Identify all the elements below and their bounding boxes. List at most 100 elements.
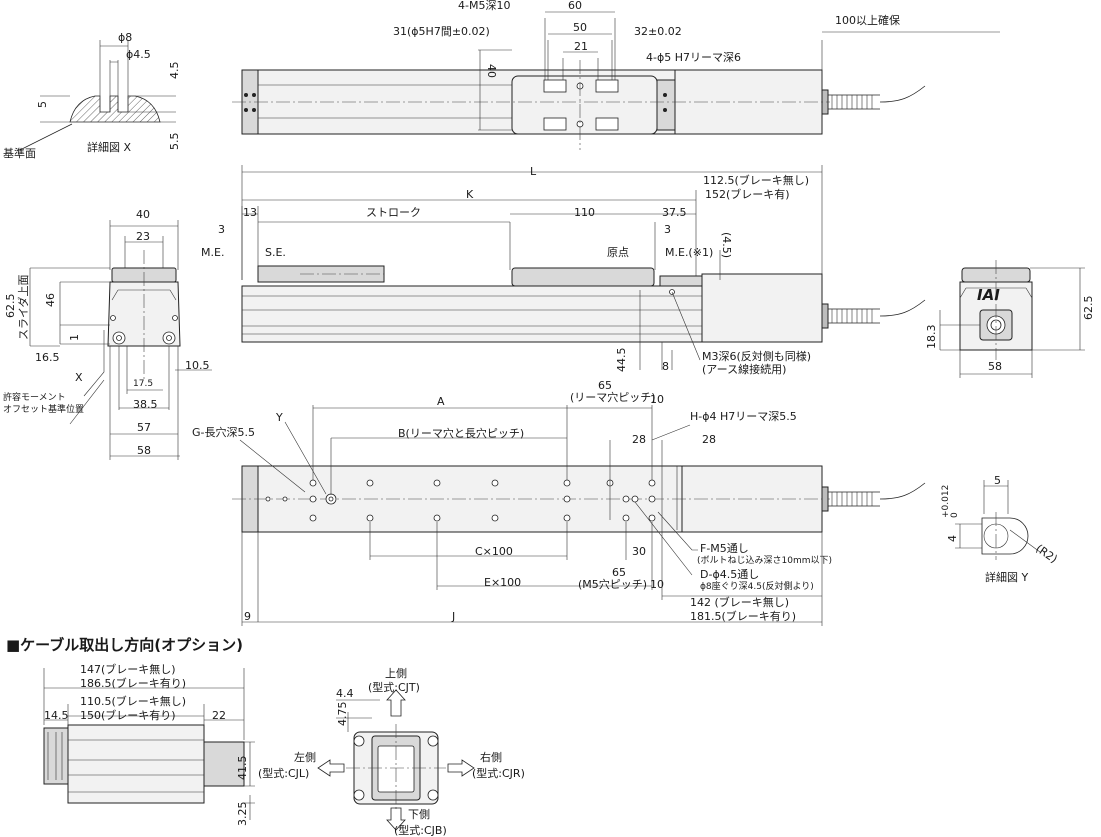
dim-28-left: 28	[632, 433, 646, 446]
slider-top-label: スライダ上面	[16, 274, 30, 340]
me-left-label: M.E.	[201, 246, 224, 259]
dim-5: 5	[36, 101, 49, 108]
dim-40-top: 40	[485, 64, 498, 78]
dim-62-5-right: 62.5	[1082, 296, 1095, 321]
d-hole-label: D-ϕ4.5通し	[700, 568, 759, 581]
dim-152: 152(ブレーキ有)	[705, 187, 790, 201]
detail-x-title: 詳細図 X	[87, 140, 131, 154]
dim-10-bottom: 10	[650, 578, 664, 591]
origin-label: 原点	[607, 246, 629, 259]
dir-right-model: (型式:CJR)	[472, 766, 525, 780]
cable-side-body	[67, 724, 205, 804]
d-hole-note: ϕ8座ぐり深4.5(反対側より)	[700, 580, 814, 592]
side-view	[241, 165, 926, 370]
dim-181-5: 181.5(ブレーキ有り)	[690, 609, 796, 623]
dim-186-5: 186.5(ブレーキ有り)	[80, 676, 186, 690]
dir-right-label: 右側	[480, 750, 502, 764]
dim-44-5: 44.5	[615, 348, 628, 373]
dim-l: L	[530, 165, 537, 178]
dim-65-reamer: 65	[598, 379, 612, 392]
dim-18-3: 18.3	[925, 325, 938, 350]
cable-section-heading: ■ケーブル取出し方向(オプション)	[6, 636, 243, 654]
dim-65-m5: 65	[612, 566, 626, 579]
dim-31: 31(ϕ5H7間±0.02)	[393, 25, 490, 38]
dir-left-model: (型式:CJL)	[258, 766, 309, 780]
m5-pitch-label: (M5穴ピッチ)	[578, 577, 647, 591]
dir-top-model: (型式:CJT)	[368, 680, 420, 694]
dim-60: 60	[568, 0, 582, 12]
earth-note: (アース線接続用)	[702, 362, 786, 376]
slider-top	[511, 75, 658, 135]
dim-58-right: 58	[988, 360, 1002, 373]
top-view	[232, 11, 1000, 150]
dim-10-top: 10	[650, 393, 664, 406]
dim-4-4: 4.4	[336, 687, 354, 700]
detail-x	[19, 40, 176, 151]
detail-y	[955, 480, 1041, 560]
dim-150: 150(ブレーキ有り)	[80, 708, 176, 722]
end-view-left	[29, 220, 212, 460]
dim-16-5: 16.5	[35, 351, 60, 364]
dim-5-5: 5.5	[168, 133, 181, 151]
me-right-label: M.E.(※1)	[665, 246, 713, 259]
dim-k: K	[466, 188, 474, 201]
dir-bottom-model: (型式:CJB)	[394, 823, 447, 837]
tol-plus: +0.012	[941, 485, 951, 518]
dim-3-25: 3.25	[236, 802, 249, 827]
bottom-view	[232, 405, 926, 626]
dim-phi8: ϕ8	[118, 31, 132, 44]
dim-110: 110	[574, 206, 595, 219]
g-hole-label: G-長穴深5.5	[192, 425, 255, 439]
dim-4-m5: 4-M5深10	[458, 0, 510, 12]
dim-142: 142 (ブレーキ無し)	[690, 595, 789, 609]
y-marker: Y	[275, 411, 283, 424]
dim-50: 50	[573, 21, 587, 34]
dim-4-y: 4	[946, 535, 959, 542]
dim-4-5: 4.5	[168, 62, 181, 80]
b-pitch-label: B(リーマ穴と長穴ピッチ)	[398, 426, 524, 440]
dim-58-left: 58	[137, 444, 151, 457]
dim-c100: C×100	[475, 545, 513, 558]
dir-left-label: 左側	[294, 751, 316, 764]
side-body	[241, 285, 703, 343]
dim-4-phi5: 4-ϕ5 H7リーマ深6	[646, 51, 741, 64]
dim-5-y: 5	[994, 474, 1001, 487]
offset-note-2: オフセット基準位置	[3, 403, 84, 415]
dim-62-5-left: 62.5	[4, 294, 17, 319]
dim-13: 13	[243, 206, 257, 219]
h-hole-label: H-ϕ4 H7リーマ深5.5	[690, 410, 797, 423]
dim-37-5: 37.5	[662, 206, 687, 219]
dim-4-75: 4.75	[336, 702, 349, 727]
dim-phi4-5: ϕ4.5	[126, 48, 151, 61]
dim-28-right: 28	[702, 433, 716, 446]
dim-8: 8	[662, 360, 669, 373]
dim-9: 9	[244, 610, 251, 623]
iai-logo: IAI	[977, 286, 1000, 304]
dir-top-label: 上側	[385, 667, 407, 680]
dim-stroke: ストローク	[366, 206, 421, 219]
ref-surface-label: 基準面	[3, 146, 36, 160]
dim-4-5-paren: (4.5)	[720, 232, 733, 258]
f-m5-note: (ボルトねじ込み深さ10mm以下)	[697, 555, 832, 566]
dir-bottom-label: 下側	[408, 808, 430, 821]
dim-17-5: 17.5	[133, 379, 153, 389]
dim-112-5: 112.5(ブレーキ無し)	[703, 173, 809, 187]
detail-y-title: 詳細図 Y	[985, 570, 1028, 584]
dim-21: 21	[574, 40, 588, 53]
m3-note: M3深6(反対側も同様)	[702, 349, 811, 363]
dim-j: J	[451, 610, 455, 623]
dim-23: 23	[136, 230, 150, 243]
dim-3-right: 3	[664, 223, 671, 236]
cable-end-view	[317, 689, 475, 831]
dim-38-5: 38.5	[133, 398, 158, 411]
dim-a: A	[437, 395, 445, 408]
dim-1: 1	[68, 334, 81, 341]
cable-side-view	[43, 668, 255, 820]
dim-14-5: 14.5	[44, 709, 69, 722]
dim-32: 32±0.02	[634, 25, 682, 38]
dim-30: 30	[632, 545, 646, 558]
end-view-right	[939, 260, 1085, 378]
dim-e100: E×100	[484, 576, 521, 589]
dim-46: 46	[44, 293, 57, 307]
